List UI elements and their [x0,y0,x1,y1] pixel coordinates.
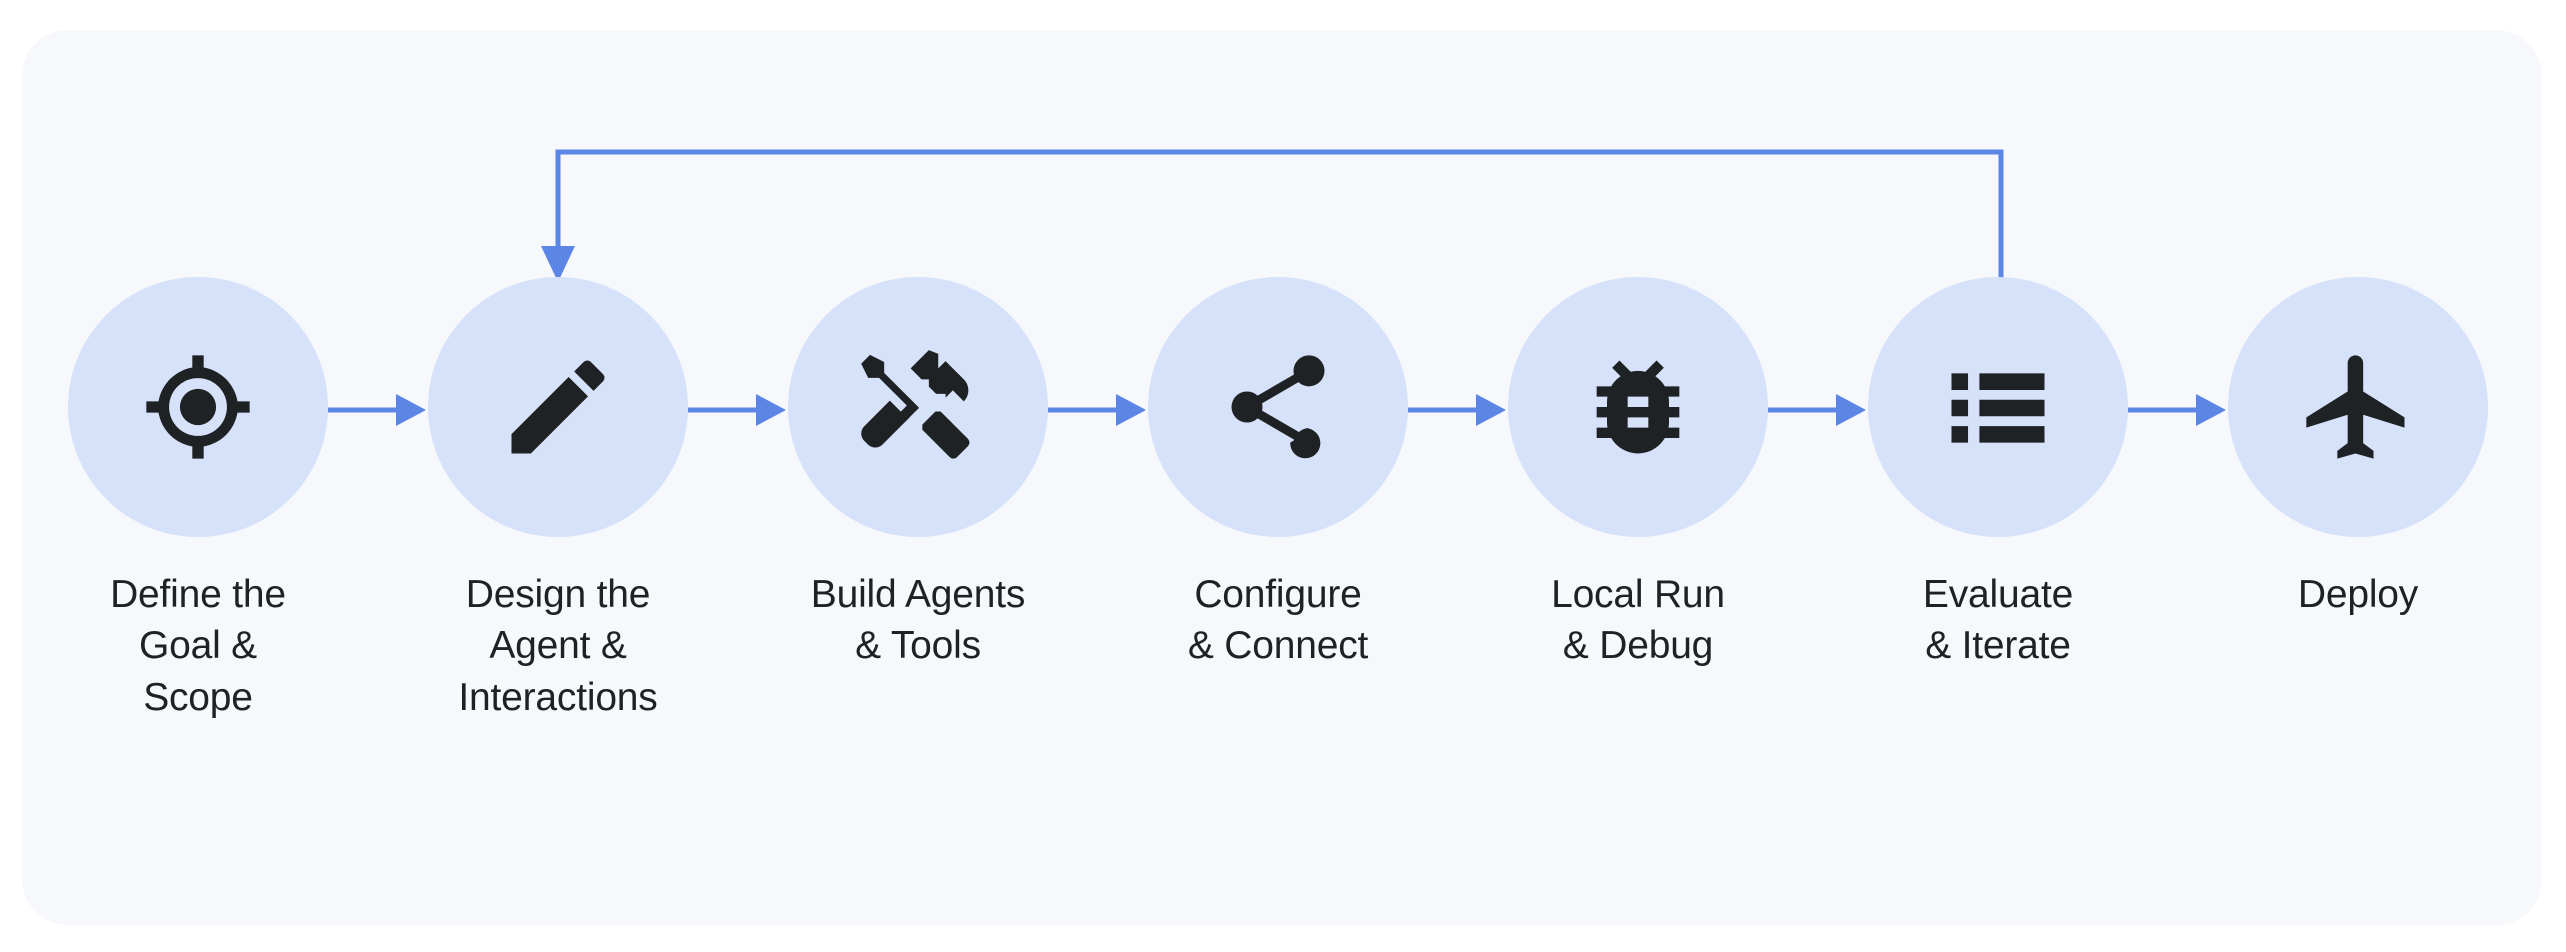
stage-label: Configure & Connect [1187,573,1369,668]
stage-label: Build Agents & Tools [810,573,1026,668]
stage-icon-badge [788,277,1048,537]
bug-icon [1576,345,1700,469]
stage-local-run-and-debug[interactable]: Local Run & Debug [1508,277,1768,672]
stage-icon-badge [428,277,688,537]
stage-icon-badge [1868,277,2128,537]
share-nodes-icon [1216,345,1340,469]
stage-configure-and-connect[interactable]: Configure & Connect [1148,277,1408,672]
stage-label: Design the Agent & Interactions [458,573,658,719]
connector-arrow-5 [1768,394,1868,426]
stage-build-agents-and-tools[interactable]: Build Agents & Tools [788,277,1048,672]
list-icon [1936,345,2060,469]
connector-arrow-2 [688,394,788,426]
airplane-icon [2296,345,2420,469]
hammer-wrench-icon [856,345,980,469]
stage-label: Define the Goal & Scope [110,573,286,719]
stage-label: Evaluate & Iterate [1922,573,2074,668]
connector-arrow-4 [1408,394,1508,426]
stage-label: Deploy [2297,573,2419,616]
connector-arrow-3 [1048,394,1148,426]
workflow-diagram-panel: Define the Goal & Scope Design the Agent… [22,30,2542,925]
stage-design-the-agent-and-interactions[interactable]: Design the Agent & Interactions [428,277,688,723]
stage-icon-badge [2228,277,2488,537]
target-crosshair-icon [136,345,260,469]
stage-label: Local Run & Debug [1551,573,1725,668]
pencil-edit-icon [496,345,620,469]
stage-icon-badge [68,277,328,537]
stage-icon-badge [1508,277,1768,537]
stage-deploy[interactable]: Deploy [2228,277,2488,620]
connector-arrow-6 [2128,394,2228,426]
stage-evaluate-and-iterate[interactable]: Evaluate & Iterate [1868,277,2128,672]
stage-icon-badge [1148,277,1408,537]
connector-arrow-1 [328,394,428,426]
stage-track: Define the Goal & Scope Design the Agent… [22,30,2542,925]
stage-define-the-goal-and-scope[interactable]: Define the Goal & Scope [68,277,328,723]
